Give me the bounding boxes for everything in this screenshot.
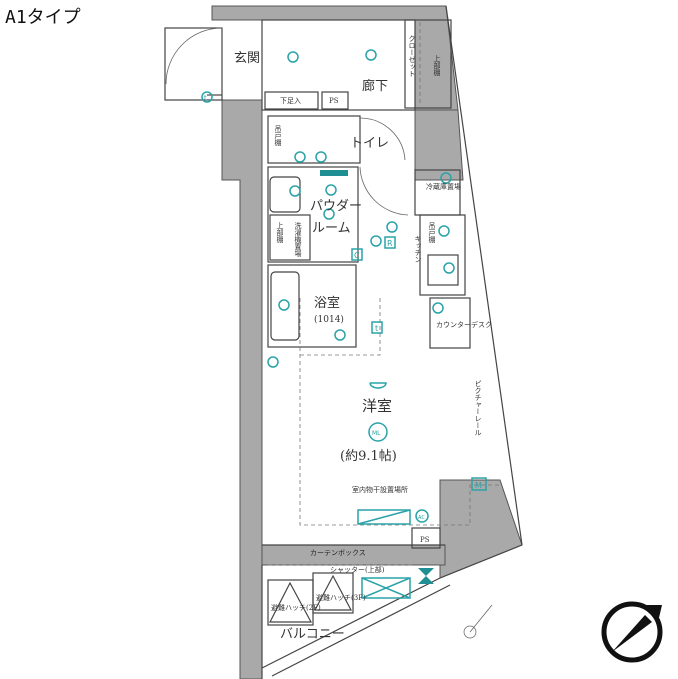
interior-lines [261,19,500,679]
hatch-marker-icon [418,568,434,584]
shoe-box-label: 下足入 [280,97,301,105]
vent-icon [320,170,348,176]
light-icon [315,151,327,163]
symbol-m: M [475,481,482,490]
hatch-3f-label: 避難ハッチ(3F) [316,593,366,602]
powder-room-label: パウダー [310,199,362,214]
entrance-label: 玄関 [234,51,260,66]
hatch-2f-label: 避難ハッチ(2F) [271,603,321,612]
symbol-t: t [375,324,378,333]
light-icon [438,225,450,237]
symbol-r: R [387,239,393,248]
aircon-icon [357,509,411,525]
stove-icon [443,262,455,274]
equipment [201,49,487,599]
kitchen-cabinet-label: 吊戸棚 [428,222,436,244]
closet-label: クローゼット [408,35,416,77]
kitchen-label: キッチン [414,235,422,263]
western-room-size-label: (約9.1帖) [340,449,397,464]
bathroom-label: 浴室 [314,295,340,311]
entrance-door [164,27,223,101]
symbol-c: C [354,251,360,260]
ml-label: ML [372,430,381,437]
closet-shelf-label: 上部棚 [433,54,441,77]
outlet-icon [294,151,306,163]
symbol-t: t [204,94,207,102]
outlet-icon [323,208,335,220]
walls [211,5,523,679]
indoor-drying-label: 室内物干設置場所 [352,485,408,494]
shutter-label: シャッター(上部) [330,565,385,574]
meter-box-icon [471,477,487,491]
light-icon [289,185,301,197]
outlet-icon [432,302,444,314]
picture-rail-label: ピクチャーレール [474,380,482,436]
intercom-icon [370,235,382,247]
light-icon [287,51,299,63]
toilet-cabinet-label: 吊戸棚 [274,125,282,147]
outdoor-unit-icon [361,577,411,599]
toilet-label: トイレ [350,136,389,151]
ps-label: PS [329,97,339,105]
light-icon [369,382,387,389]
balcony-label: バルコニー [280,627,345,642]
symbol-boxes: C R t t M AC ML [204,94,482,521]
switch-icon [201,91,213,103]
powder-room-label-2: ルーム [312,221,351,236]
outlet-icon [267,356,279,368]
ps-bottom-label: PS [420,536,430,544]
fridge-label: 冷蔵庫置場 [426,182,461,191]
washer-label: 洗濯機置場 [294,221,302,258]
ac-outlet-icon [415,509,429,523]
plan-type-title: A1タイプ [5,7,81,28]
counter-desk-label: カウンターデスク [436,320,492,329]
bathroom-size-label: (1014) [314,314,344,325]
room-labels: 玄関 廊下 下足入 PS クローゼット 上部棚 トイレ 吊戸棚 パウダー ルーム… [234,35,492,642]
curtain-box-label: カーテンボックス [310,549,366,557]
ac-label: AC [418,515,425,521]
main-light-icon [368,422,388,442]
washer-shelf-label: 上部棚 [276,221,284,244]
outlet-icon [440,172,452,184]
light-icon [334,329,346,341]
compass-icon [463,601,663,663]
light-icon [325,184,337,196]
light-icon [365,49,377,61]
drain-icon [278,299,290,311]
western-room-label: 洋室 [362,397,392,415]
light-icon [386,221,398,233]
hallway-label: 廊下 [362,78,388,94]
